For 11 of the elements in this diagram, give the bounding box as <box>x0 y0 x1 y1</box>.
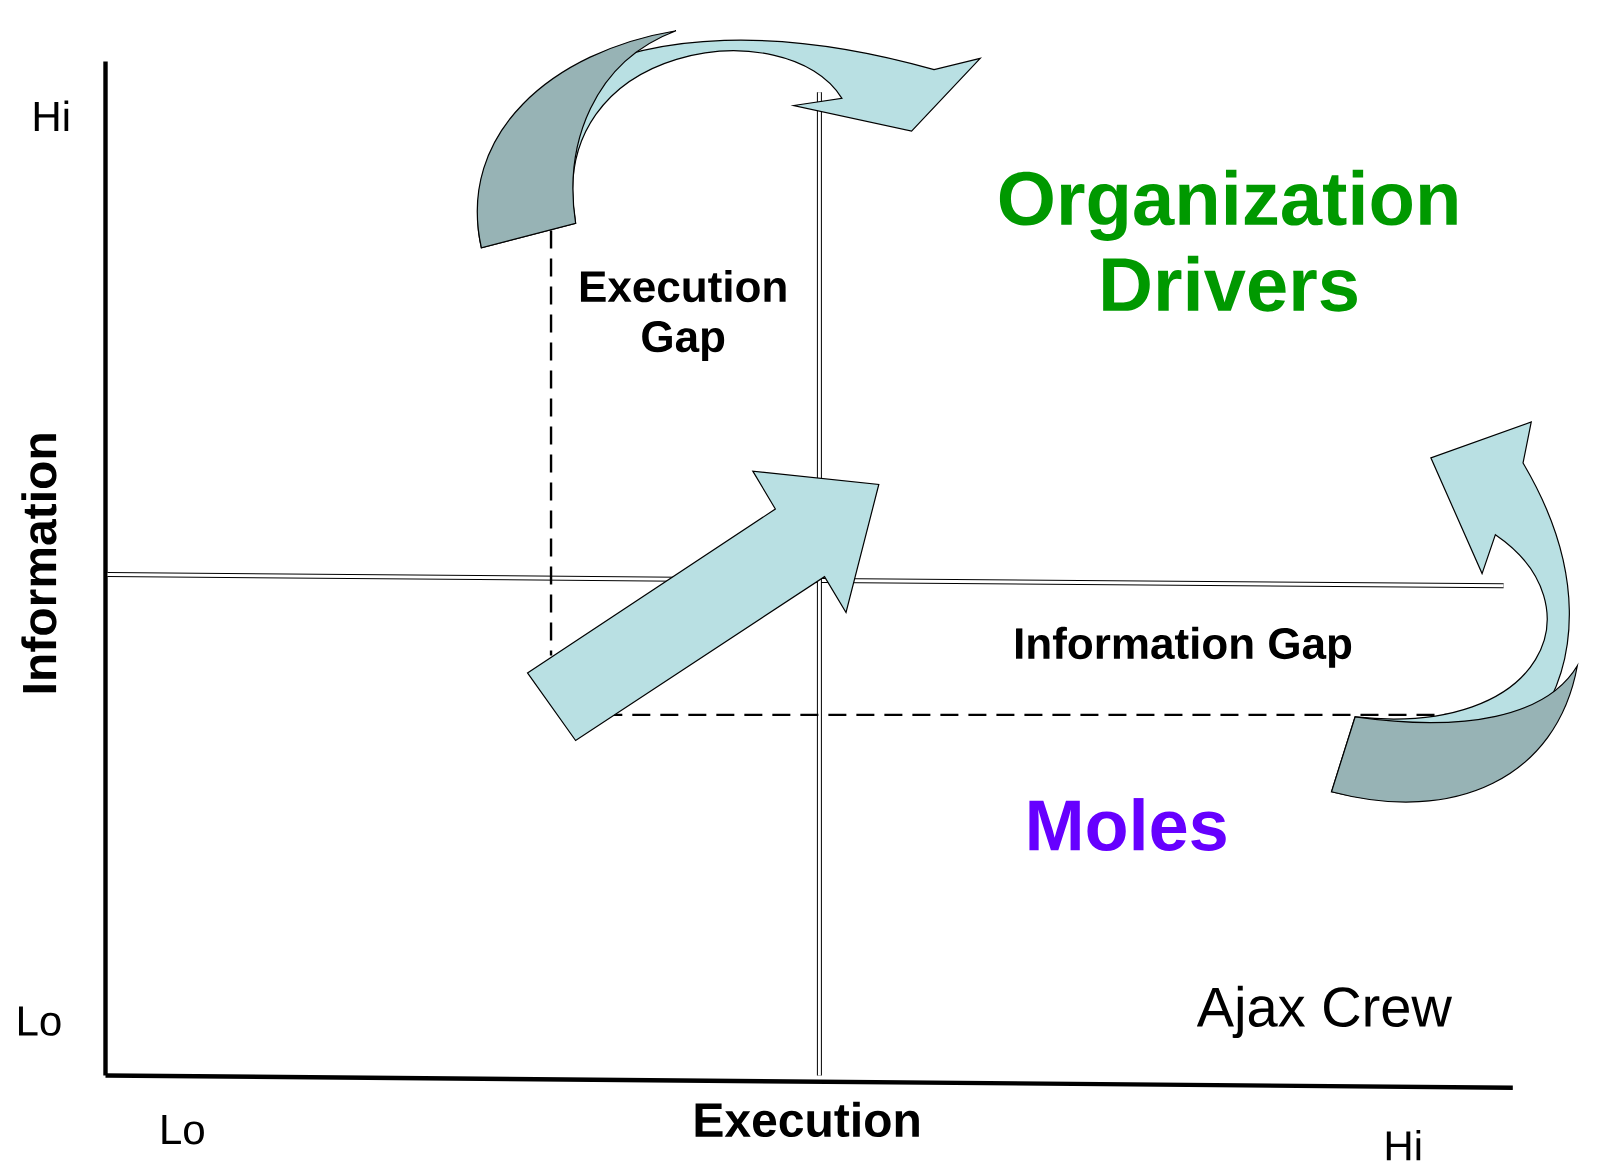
quadrant-label: Ajax Crew <box>1196 986 1452 1039</box>
quadrant-label: Moles <box>1029 798 1226 852</box>
axis-label: Lo <box>19 1006 61 1036</box>
axis-label: Hi <box>34 100 69 132</box>
quadrant-label: Organization Drivers <box>999 169 1457 312</box>
axis-label: Execution <box>695 1102 919 1138</box>
quadrant-label: Execution Gap <box>580 270 786 362</box>
quadrant-label: Information Gap <box>1016 626 1352 668</box>
axis-label: Hi <box>1386 1130 1421 1161</box>
axis-label: Lo <box>162 1115 204 1145</box>
axis-label: Information <box>21 434 57 693</box>
